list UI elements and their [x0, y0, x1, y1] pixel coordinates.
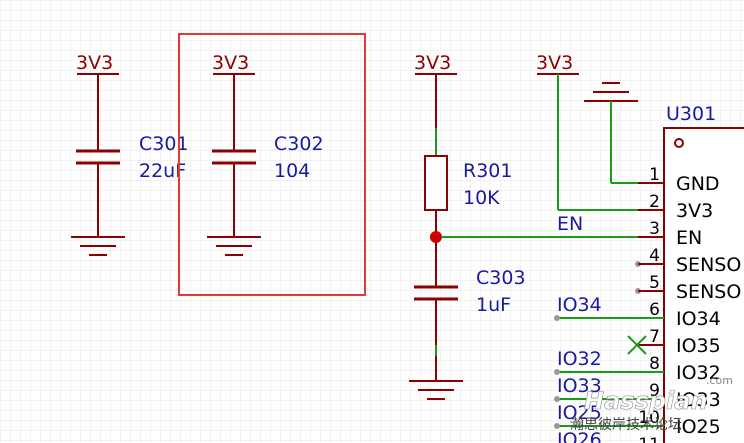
watermark: Hasspian .com 瀚思彼岸技术论坛 — [570, 374, 733, 433]
capacitor-c302[interactable]: 3V3 C302 104 — [207, 52, 324, 256]
selection-box — [178, 33, 366, 296]
watermark-brand: Hasspian — [584, 387, 708, 415]
pin-number: 6 — [649, 300, 660, 320]
c302-value: 104 — [274, 160, 310, 182]
capacitor-c301[interactable]: 3V3 C301 22uF — [71, 52, 189, 256]
pin-name: IO33 — [676, 389, 721, 411]
pin-number: 7 — [649, 327, 660, 347]
pin-name: 3V3 — [676, 200, 713, 222]
pin-name: IO32 — [676, 362, 721, 384]
u301-ref: U301 — [666, 103, 716, 125]
pin-name: IO34 — [676, 308, 721, 330]
chip-pin[interactable]: 3 EN — [638, 219, 702, 249]
chip-pin[interactable]: 1 GND — [638, 165, 720, 195]
pin-number: 2 — [649, 192, 660, 212]
capacitor-c303[interactable]: C303 1uF — [409, 242, 526, 400]
r301-value: 10K — [463, 187, 500, 209]
pin-number: 8 — [649, 354, 660, 374]
pin-number: 3 — [649, 219, 660, 239]
power-label-3v3: 3V3 — [212, 52, 249, 74]
pin-name: EN — [676, 227, 702, 249]
io33-net-label: IO33 — [557, 375, 602, 397]
r301-ref: R301 — [463, 160, 512, 182]
pin-number: 9 — [649, 381, 660, 401]
io26-net-label: IO26 — [557, 429, 602, 443]
power-label-3v3: 3V3 — [414, 52, 451, 74]
pin-name: IO35 — [676, 335, 721, 357]
pin-name: IO25 — [676, 416, 721, 438]
pin-name: SENSO — [676, 254, 741, 276]
watermark-caption: 瀚思彼岸技术论坛 — [570, 417, 682, 433]
io25-net[interactable]: IO25 — [554, 402, 664, 429]
chip-pin[interactable]: 7 IO35 — [638, 327, 721, 357]
c302-ref: C302 — [274, 133, 324, 155]
io25-net-label: IO25 — [557, 402, 602, 424]
chip-pin[interactable]: 11IO26 — [638, 435, 721, 443]
junction-dot — [430, 231, 442, 243]
io33-net[interactable]: IO33 — [554, 375, 664, 402]
io34-net[interactable]: IO34 — [554, 294, 664, 321]
io34-net-label: IO34 — [557, 294, 602, 316]
watermark-domain: .com — [706, 374, 733, 387]
pin-name: GND — [676, 173, 720, 195]
en-net-label: EN — [557, 213, 583, 235]
ground-pin1[interactable] — [584, 82, 664, 184]
io26-net[interactable]: IO26 — [557, 429, 602, 443]
pin-number: 11 — [638, 435, 660, 443]
io32-net-label: IO32 — [557, 348, 602, 370]
pin1-marker — [674, 138, 684, 148]
pin-number: 1 — [649, 165, 660, 185]
pin-name: SENSO — [676, 281, 741, 303]
c303-value: 1uF — [476, 294, 511, 316]
c303-ref: C303 — [476, 267, 526, 289]
chip-pin[interactable]: 5 SENSO — [635, 273, 741, 303]
chip-pin[interactable]: 4 SENSO — [635, 246, 741, 276]
pin-number: 4 — [649, 246, 660, 266]
power-label-3v3: 3V3 — [536, 52, 573, 74]
c301-ref: C301 — [139, 133, 189, 155]
power-label-3v3: 3V3 — [76, 52, 113, 74]
no-connect-pin7 — [627, 335, 647, 355]
io32-net[interactable]: IO32 — [554, 348, 664, 375]
chip-pin[interactable]: 2 3V3 — [638, 192, 713, 222]
c301-value: 22uF — [139, 160, 186, 182]
pin-number: 5 — [649, 273, 660, 293]
pin-number: 10 — [638, 408, 660, 428]
